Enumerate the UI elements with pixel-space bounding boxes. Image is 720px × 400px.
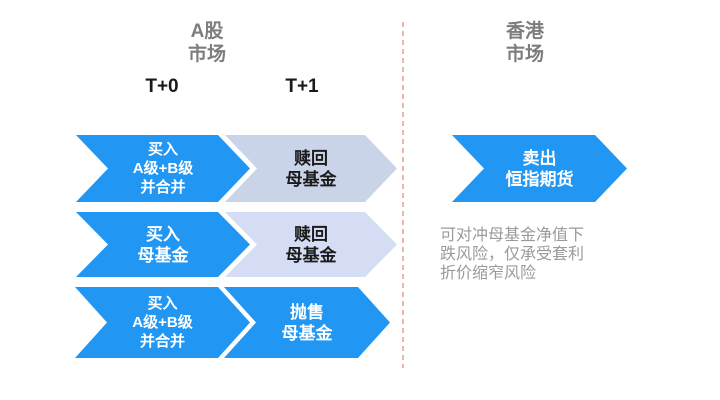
a-share-market-header: A股 市场 [187, 21, 226, 65]
step-buy-ab-shares-merge-2: 买入 A级+B级 并合并 [75, 287, 250, 358]
t0-column-label: T+0 [145, 76, 179, 97]
step-redeem-parent-fund-1: 赎回 母基金 [225, 135, 397, 202]
step-redeem-parent-fund-2: 赎回 母基金 [225, 212, 397, 277]
t1-column-label: T+1 [285, 76, 319, 97]
step-sell-hsi-futures: 卖出 恒指期货 [452, 135, 627, 202]
hk-market-header: 香港 市场 [505, 21, 544, 65]
step-buy-ab-shares-merge-1: 买入 A级+B级 并合并 [76, 135, 250, 202]
market-divider-dashed-line [402, 22, 404, 368]
hedge-risk-note: 可对冲母基金净值下 跌风险，仅承受套利 折价缩窄风险 [440, 227, 585, 282]
step-buy-parent-fund: 买入 母基金 [76, 212, 250, 277]
